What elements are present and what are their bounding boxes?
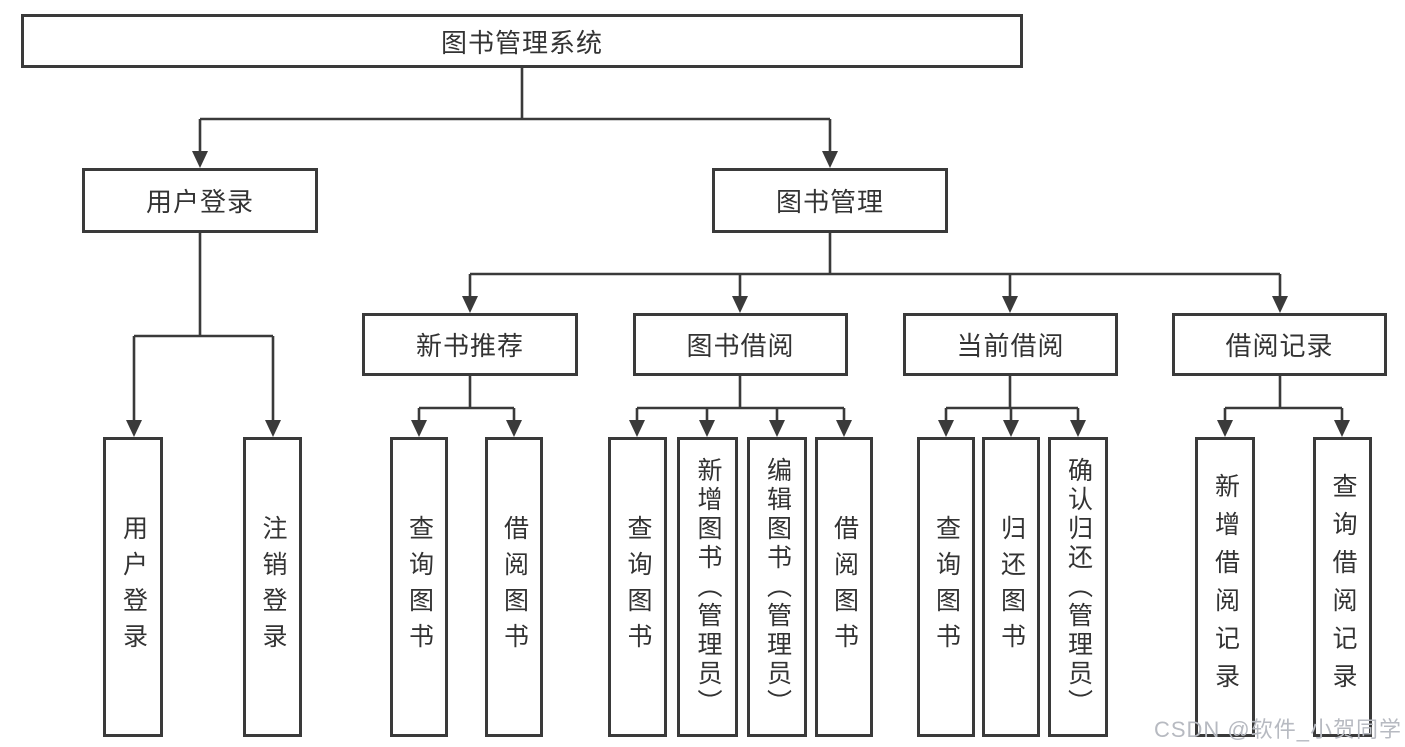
node-label: 借阅记录 [1225, 331, 1334, 361]
leaf-label: 查询图书 [624, 515, 652, 659]
leaf-borrow-books-1: 借阅图书 [485, 437, 543, 737]
node-label: 图书借阅 [686, 331, 795, 361]
node-user-login-group: 用户登录 [82, 168, 318, 233]
leaf-label: 查询借阅记录 [1329, 473, 1357, 701]
leaf-label: 注销登录 [259, 515, 287, 659]
node-borrow-records: 借阅记录 [1172, 313, 1387, 376]
leaf-query-books-3: 查询图书 [917, 437, 975, 737]
node-book-management: 图书管理 [712, 168, 948, 233]
leaf-label: 用户登录 [119, 515, 148, 659]
leaf-label: 确认归还（管理员） [1064, 456, 1093, 718]
node-book-borrow: 图书借阅 [633, 313, 848, 376]
node-new-book-recommend: 新书推荐 [362, 313, 578, 376]
leaf-add-books-admin: 新增图书（管理员） [677, 437, 738, 737]
leaf-label: 借阅图书 [500, 515, 529, 659]
node-label: 新书推荐 [415, 331, 524, 361]
leaf-label: 编辑图书（管理员） [763, 456, 792, 718]
leaf-return-books: 归还图书 [982, 437, 1040, 737]
leaf-add-borrow-record: 新增借阅记录 [1195, 437, 1255, 737]
leaf-label: 借阅图书 [830, 515, 859, 659]
leaf-label: 查询图书 [932, 515, 961, 659]
node-library-management-system: 图书管理系统 [21, 14, 1023, 68]
leaf-borrow-books-2: 借阅图书 [815, 437, 873, 737]
leaf-label: 查询图书 [405, 515, 434, 659]
leaf-query-books-2: 查询图书 [608, 437, 667, 737]
leaf-confirm-return-admin: 确认归还（管理员） [1048, 437, 1108, 737]
leaf-logout: 注销登录 [243, 437, 302, 737]
leaf-label: 新增图书（管理员） [694, 456, 722, 718]
leaf-user-login: 用户登录 [103, 437, 163, 737]
leaf-label: 新增借阅记录 [1211, 473, 1240, 701]
leaf-edit-books-admin: 编辑图书（管理员） [747, 437, 807, 737]
node-label: 图书管理 [775, 187, 884, 217]
leaf-query-books-1: 查询图书 [390, 437, 448, 737]
node-label: 用户登录 [145, 187, 254, 217]
node-label: 图书管理系统 [440, 27, 603, 58]
leaf-label: 归还图书 [997, 515, 1026, 659]
node-label: 当前借阅 [956, 331, 1065, 361]
node-current-borrow: 当前借阅 [903, 313, 1118, 376]
leaf-query-borrow-record: 查询借阅记录 [1313, 437, 1372, 737]
